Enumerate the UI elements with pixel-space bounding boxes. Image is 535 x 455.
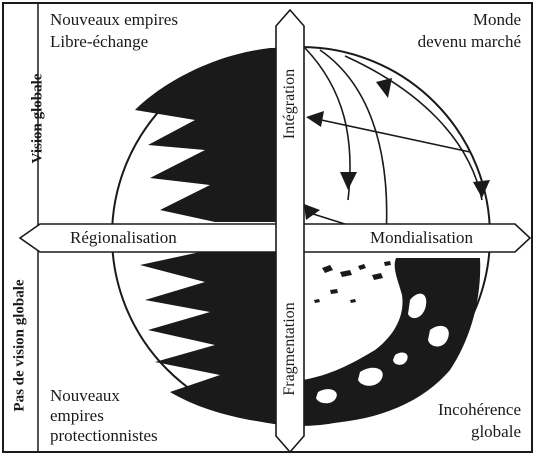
meridian-arrowhead-1 <box>340 172 357 190</box>
quadrant-top-right-line-2: devenu marché <box>417 32 521 51</box>
speckle-5 <box>330 289 338 294</box>
axis-label-regionalisation: Régionalisation <box>70 228 177 247</box>
axis-label-fragmentation: Fragmentation <box>281 302 298 396</box>
axis-label-mondialisation: Mondialisation <box>370 228 473 247</box>
side-label-pas-de-vision-globale: Pas de vision globale <box>11 279 28 412</box>
quadrant-bottom-left-line-3: protectionnistes <box>50 426 158 445</box>
quadrant-bottom-left-line-1: Nouveaux <box>50 386 120 405</box>
quadrant-bottom-right-line-2: globale <box>470 422 521 441</box>
speckle-7 <box>384 261 391 266</box>
coast-shape-3 <box>358 367 383 386</box>
side-label-vision-globale: Vision globale <box>29 73 46 164</box>
coast-shape-5 <box>316 389 337 404</box>
quadrant-top-right-line-1: Monde <box>472 10 521 29</box>
speckle-4 <box>372 273 383 280</box>
meridian-arrowhead-3 <box>473 180 490 198</box>
meridian-arc-2 <box>319 49 388 251</box>
diagonal-connector <box>311 117 471 153</box>
coast-shape-2 <box>428 325 449 347</box>
meridian-arrowhead-2 <box>376 78 392 98</box>
quadrant-top-left-line-2: Libre-échange <box>50 32 149 51</box>
center-arrowhead <box>304 204 320 220</box>
speckle-2 <box>340 270 352 277</box>
speckle-3 <box>358 264 366 270</box>
diagonal-arrowhead <box>306 111 324 127</box>
speckle-6 <box>314 299 320 303</box>
coast-shape-1 <box>408 293 427 319</box>
quadrant-top-left-line-1: Nouveaux empires <box>50 10 178 29</box>
horizontal-axis-arrow <box>18 223 532 253</box>
vertical-axis-arrow <box>275 8 305 454</box>
quadrant-bottom-left-line-2: empires <box>50 406 104 425</box>
dark-hemisphere-upper <box>135 48 278 222</box>
axis-label-integration: Intégration <box>281 68 298 140</box>
dark-hemisphere-lower <box>140 252 278 424</box>
meridian-arc-3 <box>344 55 483 201</box>
quadrant-bottom-right-line-1: Incohérence <box>437 400 521 419</box>
dark-region-bottom-right <box>303 258 481 425</box>
coast-shape-4 <box>393 352 408 365</box>
speckle-8 <box>350 299 356 303</box>
speckle-1 <box>322 265 333 273</box>
center-connector <box>309 212 349 226</box>
